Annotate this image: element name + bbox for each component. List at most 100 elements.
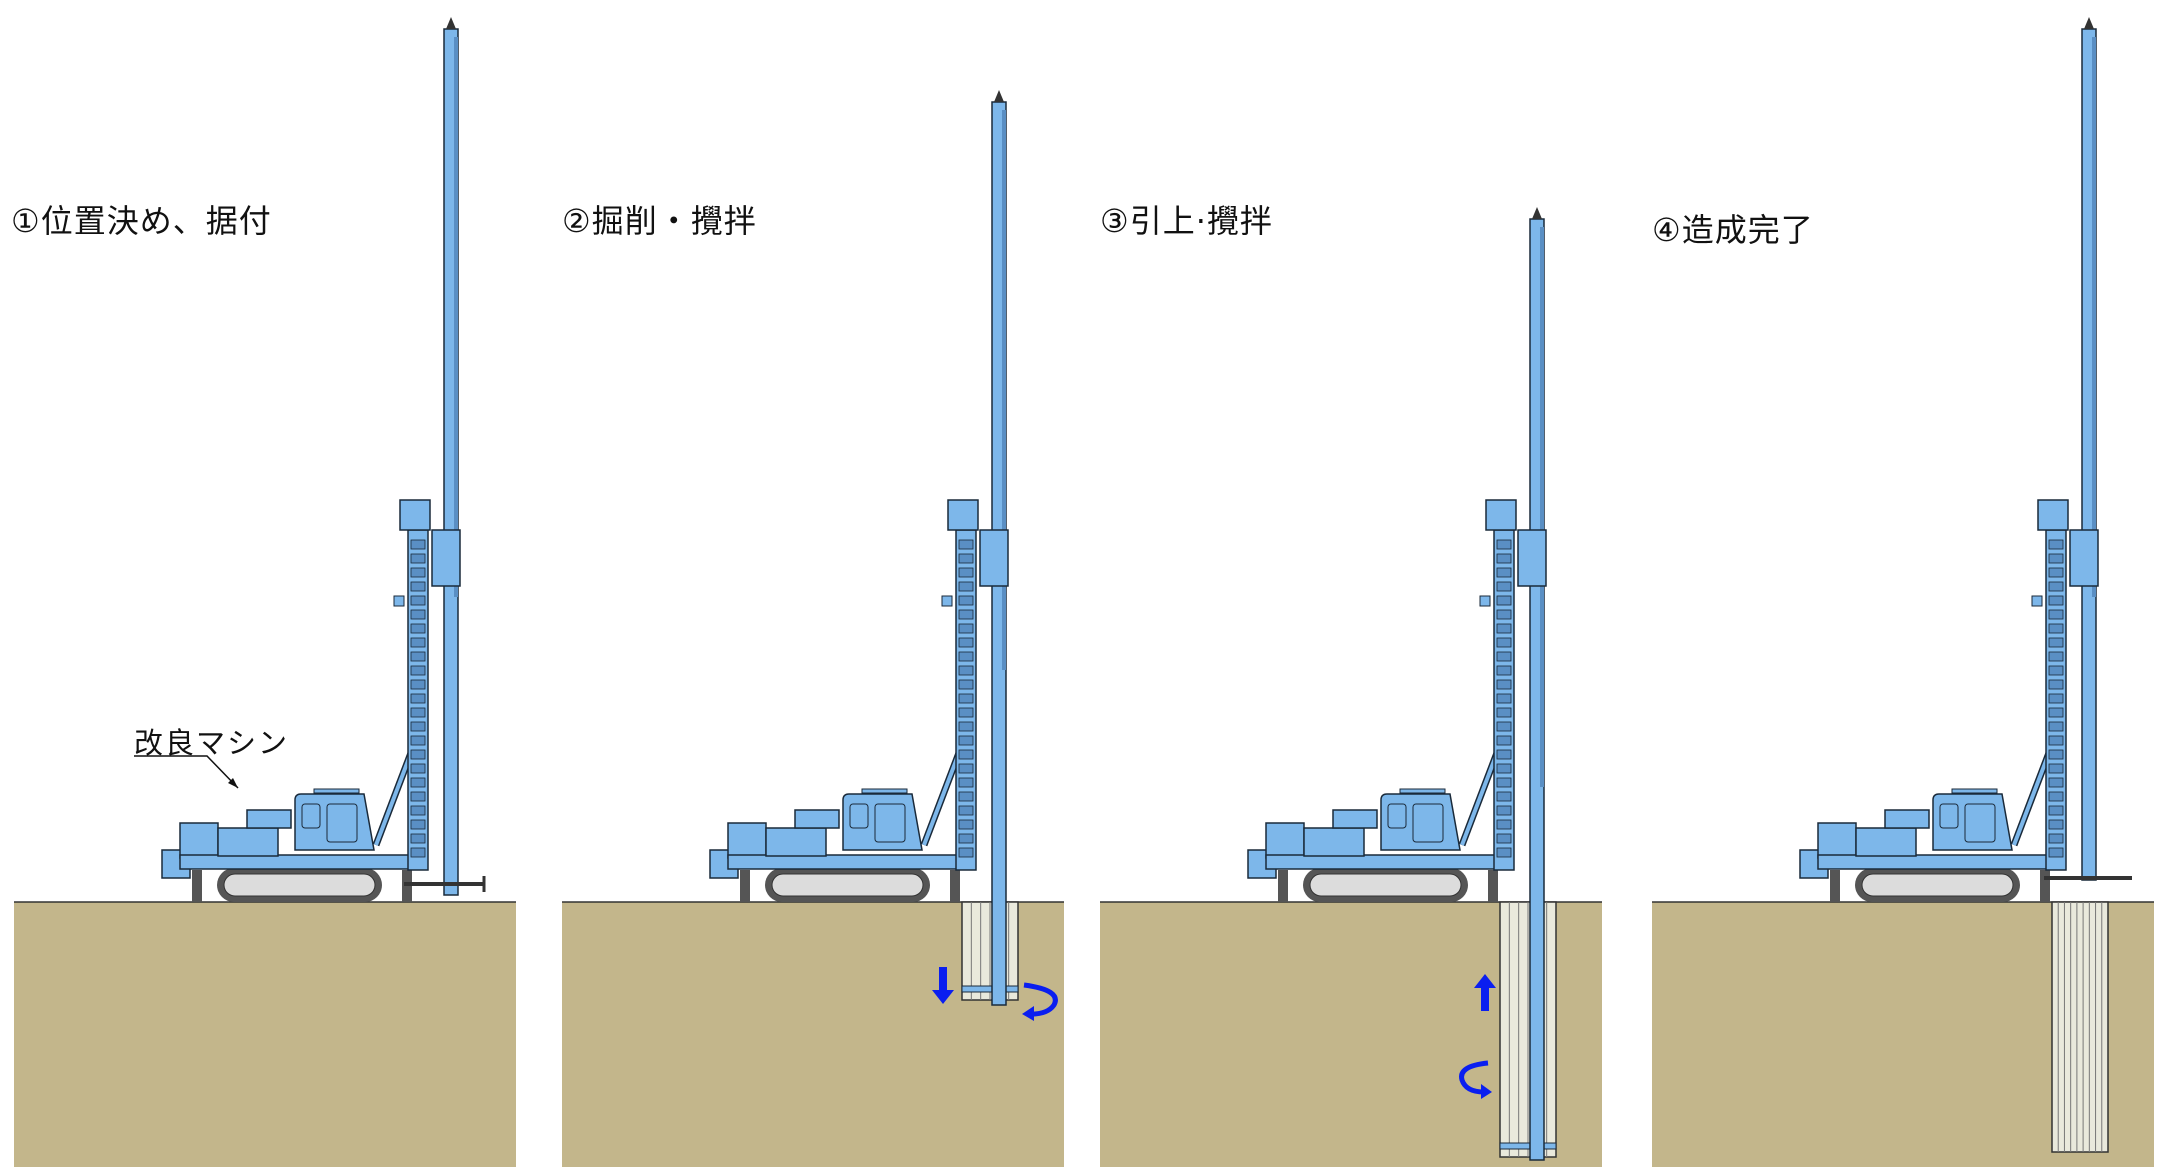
panel-step-3 [1100, 0, 1602, 1172]
leader-rack [1496, 777, 1512, 788]
leader-rack [410, 693, 426, 704]
diagram-step-2 [562, 90, 1064, 1167]
leader-rack [1496, 791, 1512, 802]
leader-rack [2048, 693, 2064, 704]
leader-rack [1496, 665, 1512, 676]
leader-rack [1496, 581, 1512, 592]
outrigger-leg-rear [740, 870, 750, 902]
leader-rack [410, 763, 426, 774]
crawler-inner [223, 873, 376, 897]
leader-rack [2048, 553, 2064, 564]
leader-rack [1496, 721, 1512, 732]
leader-rack [410, 651, 426, 662]
leader-rack [2048, 833, 2064, 844]
leader-rack [958, 665, 974, 676]
leader-rack [410, 665, 426, 676]
rotary-drive-head [979, 529, 1009, 587]
leader-rack [1496, 819, 1512, 830]
rod-guide [454, 37, 458, 597]
rotation-arrowhead [1481, 1084, 1492, 1099]
leader-rack [958, 707, 974, 718]
leader-rack [958, 749, 974, 760]
leader-rack [1496, 833, 1512, 844]
leader-rack [958, 847, 974, 858]
leader-rack [1496, 735, 1512, 746]
leader-rack [410, 539, 426, 550]
crawler-inner [1861, 873, 2014, 897]
diagram-step-4 [1652, 17, 2154, 1167]
leader-rack [2048, 581, 2064, 592]
rotary-drive-head [431, 529, 461, 587]
crawler-inner [771, 873, 924, 897]
leader-rack [410, 791, 426, 802]
leader-rack [2048, 805, 2064, 816]
cab-window [301, 803, 321, 829]
leader-rack [1496, 637, 1512, 648]
leader-rack [1496, 679, 1512, 690]
leader-rack [958, 623, 974, 634]
leader-rack [958, 581, 974, 592]
leader-rack [2048, 721, 2064, 732]
step-1-label: ①位置決め、据付 [11, 202, 272, 240]
radiator-box [794, 809, 840, 829]
leader-rack [2048, 791, 2064, 802]
leader-rack [2048, 735, 2064, 746]
leader-rack [1496, 623, 1512, 634]
leader-rack [410, 581, 426, 592]
outrigger-leg-front [950, 870, 960, 902]
leader-rack [1496, 539, 1512, 550]
mast-top-head [399, 499, 431, 531]
cab-door [1412, 803, 1444, 843]
rotary-drive-head [2069, 529, 2099, 587]
leader-rack [958, 567, 974, 578]
leader-rack [410, 623, 426, 634]
cab-door [874, 803, 906, 843]
outrigger-leg-rear [192, 870, 202, 902]
rod-top-cap [446, 17, 456, 29]
cab-window [1939, 803, 1959, 829]
engine-housing [1817, 822, 1857, 859]
leader-rack [958, 791, 974, 802]
leader-rack [1496, 749, 1512, 760]
machine-callout-label: 改良マシン [134, 726, 290, 760]
radiator-box [1884, 809, 1930, 829]
cab-roof-rail [1399, 788, 1446, 794]
leader-rack [2048, 763, 2064, 774]
leader-rack [410, 609, 426, 620]
rod-top-cap [2084, 17, 2094, 29]
cab-window [1387, 803, 1407, 829]
leader-rack [958, 679, 974, 690]
leader-rack [958, 539, 974, 550]
leader-rack [958, 777, 974, 788]
outrigger-leg-front [2040, 870, 2050, 902]
engine-housing [1265, 822, 1305, 859]
leader-rack [410, 847, 426, 858]
down-arrow-icon [932, 967, 954, 1004]
rotary-drive-head [1517, 529, 1547, 587]
step-2-label: ②掘削・攪拌 [562, 202, 757, 240]
leader-rack [410, 679, 426, 690]
mast-top-head [2037, 499, 2069, 531]
leader-rack [958, 553, 974, 564]
outrigger-leg-rear [1830, 870, 1840, 902]
cab-roof-rail [861, 788, 908, 794]
leader-rack [2048, 637, 2064, 648]
leader-rack [410, 735, 426, 746]
leader-rack [2048, 539, 2064, 550]
leader-rack [958, 637, 974, 648]
leader-rack [410, 721, 426, 732]
leader-rack [958, 833, 974, 844]
step-4-label: ④造成完了 [1652, 211, 1814, 249]
leader-rack [2048, 707, 2064, 718]
cab-window [849, 803, 869, 829]
leader-rack [1496, 693, 1512, 704]
leader-rack [958, 721, 974, 732]
diagram-step-3 [1100, 207, 1602, 1167]
outrigger-leg-front [1488, 870, 1498, 902]
panel-step-1 [14, 0, 516, 1172]
leader-rack [958, 763, 974, 774]
panel-step-2 [562, 0, 1064, 1172]
diagram-step-1 [14, 17, 516, 1167]
step-3-label: ③引上·攪拌 [1100, 202, 1273, 240]
